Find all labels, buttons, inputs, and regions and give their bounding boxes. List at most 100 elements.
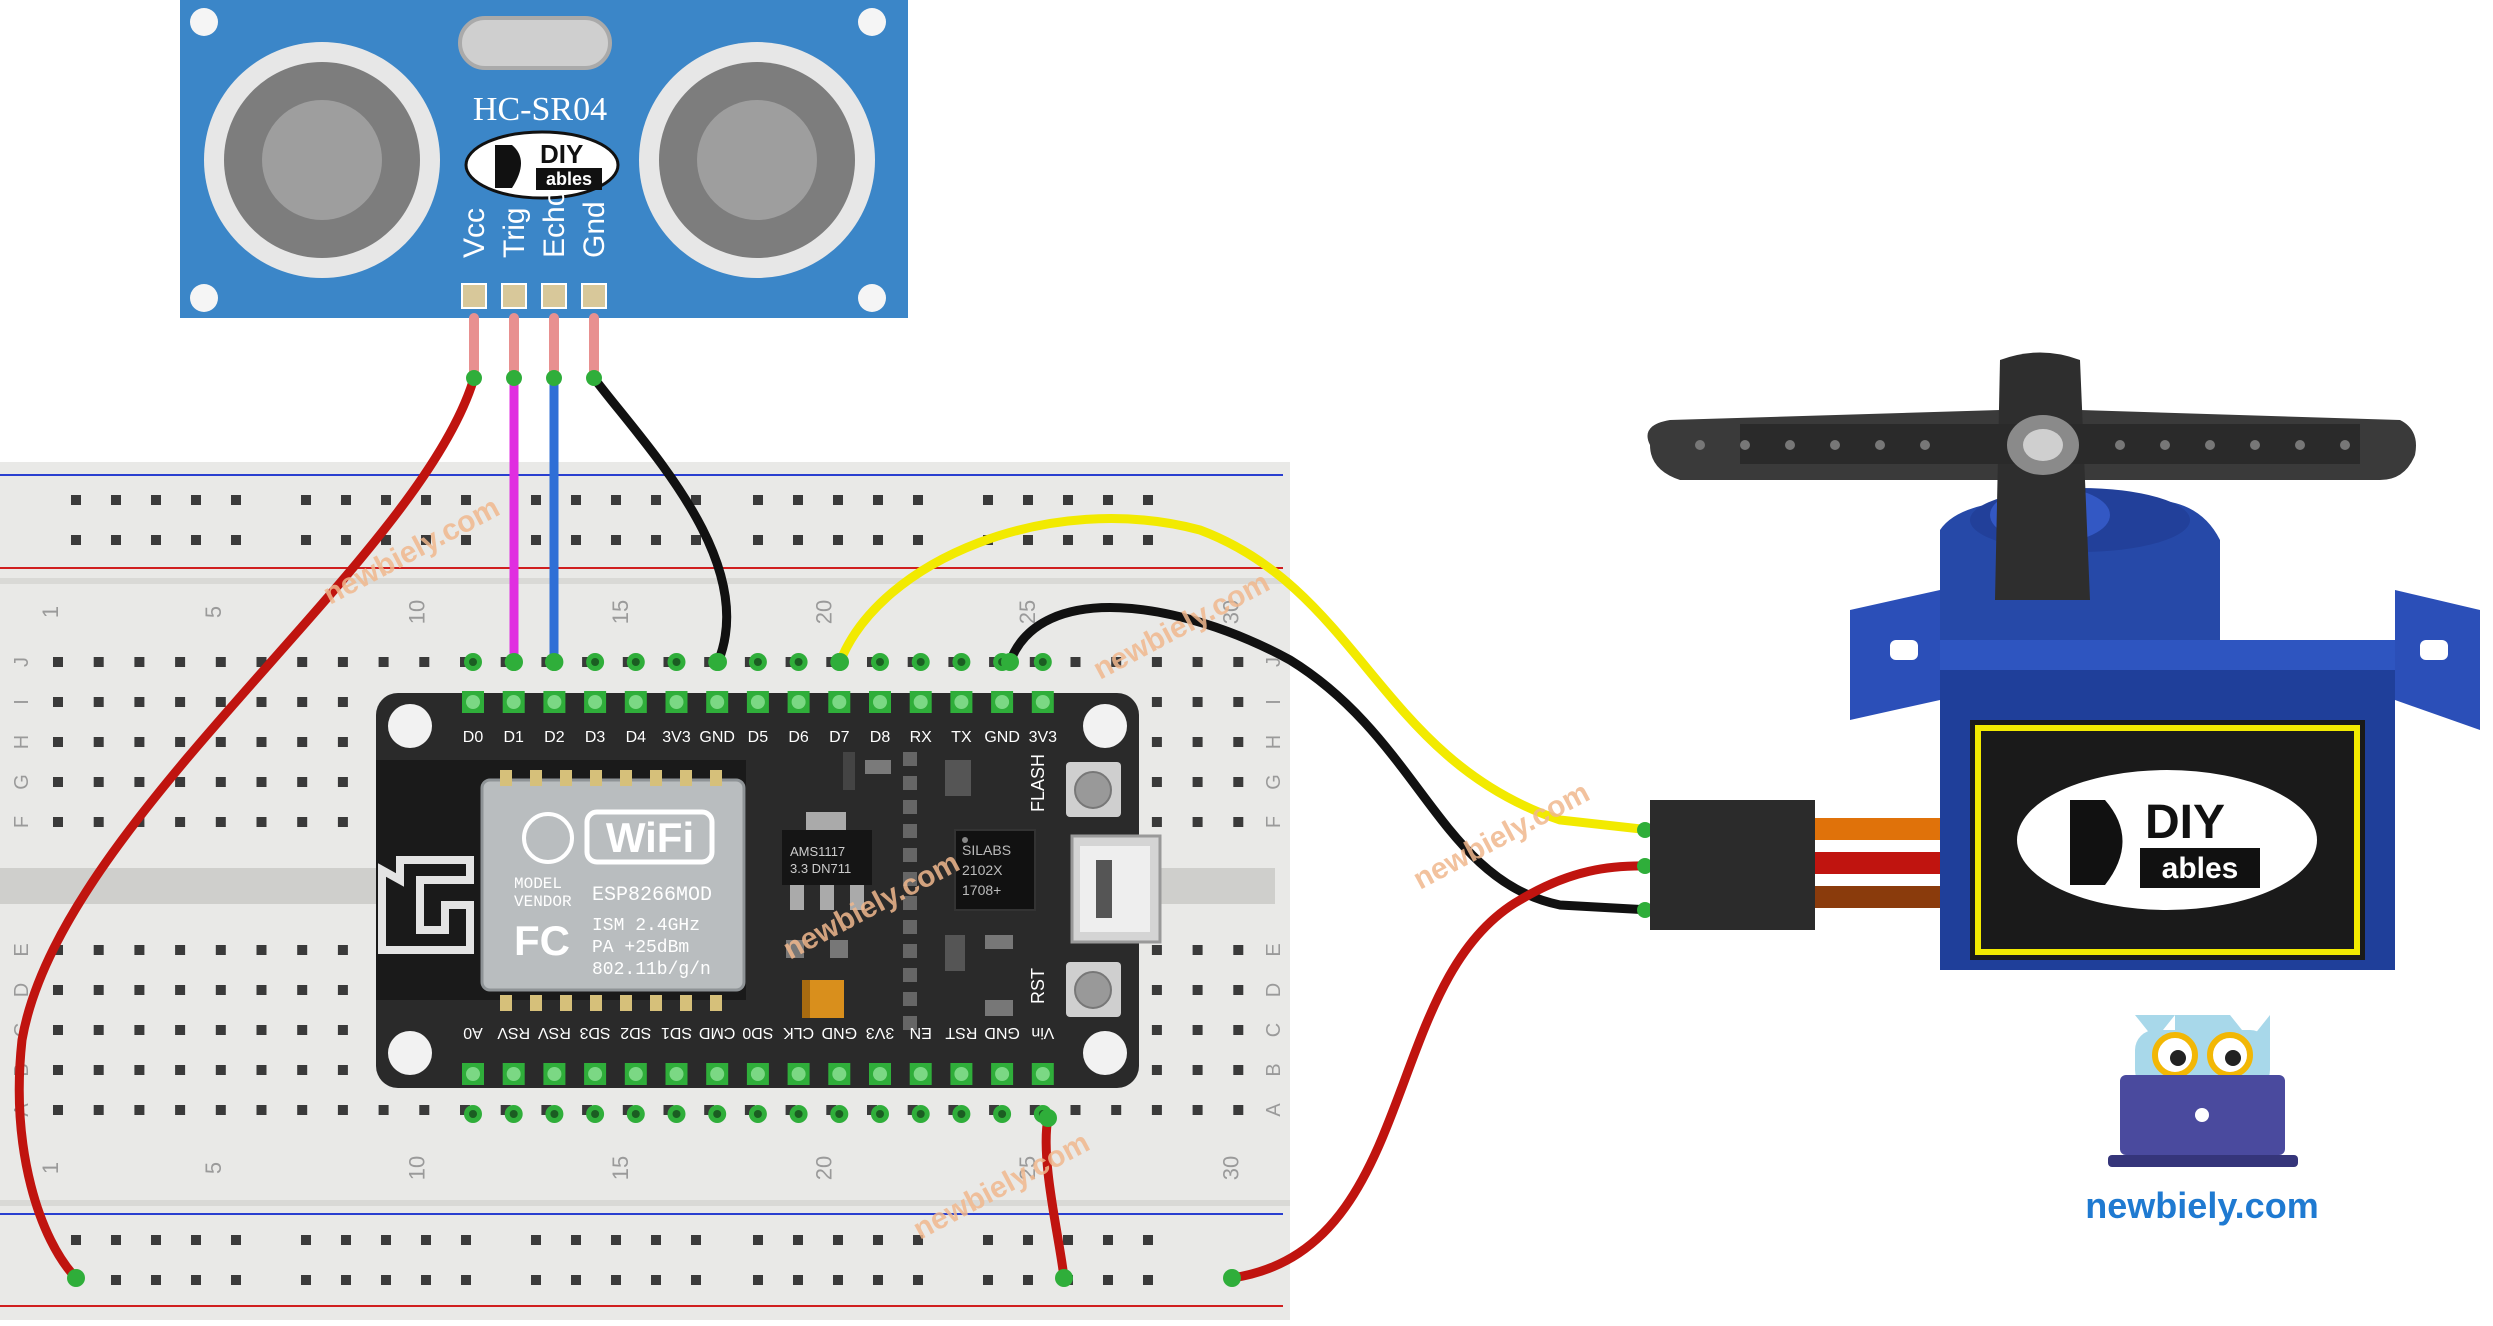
row-label: D bbox=[11, 983, 33, 997]
breadboard-hole bbox=[93, 1065, 104, 1075]
bottom-pin-label: CLK bbox=[783, 1024, 814, 1041]
chip-dot bbox=[962, 837, 968, 843]
smd-part bbox=[786, 940, 804, 958]
flash-button-cap[interactable] bbox=[1074, 771, 1112, 809]
breadboard-hole bbox=[1111, 1105, 1122, 1115]
connected-hole-center bbox=[1038, 658, 1047, 666]
breadboard-hole bbox=[1192, 737, 1203, 747]
bottom-pin-label: A0 bbox=[463, 1024, 483, 1041]
column-number: 25 bbox=[1015, 600, 1040, 624]
brand-site-text[interactable]: newbiely.com bbox=[2085, 1185, 2318, 1226]
row-label: G bbox=[1263, 774, 1285, 790]
rail-hole bbox=[1023, 495, 1033, 505]
breadboard-hole bbox=[1151, 697, 1162, 707]
capacitor-stripe bbox=[802, 980, 810, 1018]
top-pin-label: D0 bbox=[463, 729, 484, 746]
rail-hole bbox=[1143, 1275, 1153, 1285]
rail-hole bbox=[571, 1235, 581, 1245]
logo-j-mark bbox=[500, 150, 508, 182]
usb-slot bbox=[1096, 860, 1112, 918]
sensor-pin-label: Echo bbox=[538, 190, 571, 258]
horn-hole bbox=[1785, 440, 1795, 450]
header-pin-hole bbox=[588, 695, 603, 709]
rail-hole bbox=[833, 535, 843, 545]
module-model-text: MODEL bbox=[514, 875, 562, 893]
header-pin-hole bbox=[954, 695, 969, 709]
top-pin-label: 3V3 bbox=[662, 729, 691, 746]
breadboard-hole bbox=[1233, 985, 1244, 995]
chip-text: SILABS bbox=[962, 842, 1011, 858]
rail-hole bbox=[341, 1235, 351, 1245]
voltage-regulator: AMS1117 3.3 DN711 bbox=[782, 812, 872, 910]
rail-hole bbox=[753, 495, 763, 505]
servo-horn bbox=[1647, 352, 2416, 600]
rail-hole bbox=[611, 535, 621, 545]
column-number: 1 bbox=[38, 1162, 63, 1174]
transmitter-transducer bbox=[204, 42, 440, 278]
rst-label: RST bbox=[1028, 968, 1048, 1004]
breadboard-hole bbox=[93, 1025, 104, 1035]
micro-usb-port[interactable] bbox=[1070, 834, 1162, 944]
rail-hole bbox=[191, 495, 201, 505]
connected-hole-center bbox=[713, 1110, 722, 1118]
breadboard-hole bbox=[297, 1105, 308, 1115]
rst-button[interactable] bbox=[1066, 962, 1121, 1017]
wire-endpoint bbox=[1637, 858, 1653, 874]
rail-hole bbox=[531, 535, 541, 545]
breadboard-hole bbox=[93, 1105, 104, 1115]
wire-vcc-red[interactable] bbox=[14, 373, 479, 1283]
wire-servo-power-red[interactable] bbox=[1227, 861, 1655, 1283]
breadboard-hole bbox=[337, 1105, 348, 1115]
regulator-body bbox=[782, 830, 872, 885]
chip-text: 2102X bbox=[962, 862, 1003, 878]
rail-hole bbox=[651, 535, 661, 545]
newbiely-brand[interactable]: newbiely.com bbox=[2085, 1015, 2319, 1226]
wire-vin-red[interactable] bbox=[1041, 1113, 1069, 1283]
breadboard-hole bbox=[1151, 985, 1162, 995]
regulator-text: 3.3 DN711 bbox=[790, 861, 851, 876]
servo-connector[interactable] bbox=[1650, 800, 1815, 930]
breadboard-hole bbox=[337, 657, 348, 667]
sensor-mount-hole bbox=[858, 8, 886, 36]
rail-hole bbox=[753, 1235, 763, 1245]
wire-endpoint bbox=[1055, 1269, 1073, 1287]
breadboard-hole bbox=[1151, 777, 1162, 787]
smd-components bbox=[786, 752, 1013, 1030]
smd-part bbox=[903, 944, 917, 958]
wire-servo-signal-yellow[interactable] bbox=[835, 514, 1655, 835]
sensor-diyables-logo: DIY ables bbox=[464, 130, 620, 200]
rail-hole bbox=[651, 1275, 661, 1285]
bottom-pin-label: EN bbox=[910, 1024, 932, 1041]
wire-endpoint bbox=[545, 653, 563, 671]
top-pin-label: RX bbox=[910, 729, 933, 746]
rail-hole bbox=[111, 1235, 121, 1245]
bottom-pin-label: SD1 bbox=[661, 1024, 692, 1041]
wifi-text: WiFi bbox=[606, 814, 694, 861]
wire-gnd-black[interactable] bbox=[589, 373, 732, 667]
laptop-logo bbox=[2195, 1108, 2209, 1122]
rail-hole bbox=[341, 495, 351, 505]
rail-hole bbox=[151, 495, 161, 505]
breadboard-hole bbox=[1151, 1025, 1162, 1035]
breadboard-hole bbox=[337, 985, 348, 995]
flash-button[interactable] bbox=[1066, 762, 1121, 817]
rst-button-cap[interactable] bbox=[1074, 971, 1112, 1009]
flash-label: FLASH bbox=[1028, 754, 1048, 812]
rail-hole bbox=[231, 535, 241, 545]
sensor-pin-pad bbox=[501, 283, 527, 309]
rail-hole bbox=[381, 1235, 391, 1245]
module-spec-text: ISM 2.4GHz bbox=[592, 916, 700, 936]
regulator-pin bbox=[790, 885, 804, 910]
horn-hole bbox=[2295, 440, 2305, 450]
rail-hole bbox=[913, 535, 923, 545]
bottom-pin-label: CMD bbox=[699, 1024, 735, 1041]
column-number: 20 bbox=[811, 1156, 836, 1180]
rail-hole bbox=[151, 535, 161, 545]
column-number: 30 bbox=[1218, 600, 1243, 624]
breadboard-hole bbox=[297, 985, 308, 995]
smd-part bbox=[903, 968, 917, 982]
breadboard-hole bbox=[297, 657, 308, 667]
wire-servo-ground-black[interactable] bbox=[1005, 603, 1655, 915]
rail-hole bbox=[833, 495, 843, 505]
